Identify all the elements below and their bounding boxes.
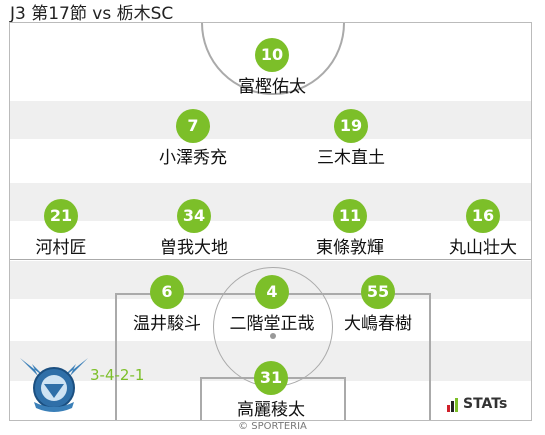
copyright: © SPORTERIA — [238, 421, 307, 432]
player-card[interactable]: 34 曽我大地 — [134, 199, 254, 259]
player-card[interactable]: 4 二階堂正哉 — [212, 275, 332, 335]
player-card[interactable]: 31 高麗稜太 — [211, 361, 331, 421]
player-name: 三木直土 — [317, 148, 385, 168]
player-name: 河村匠 — [35, 238, 87, 258]
pitch-stripe — [10, 101, 531, 139]
player-name: 二階堂正哉 — [229, 314, 315, 334]
player-name: 丸山壮大 — [449, 238, 517, 258]
player-card[interactable]: 55 大嶋春樹 — [318, 275, 438, 335]
player-number-badge: 11 — [333, 199, 367, 233]
stats-logo-text: STATs — [463, 396, 508, 412]
player-name: 富樫佑太 — [238, 77, 306, 97]
penalty-spot — [270, 333, 276, 339]
club-emblem-icon — [20, 358, 88, 412]
player-name: 高麗稜太 — [237, 400, 305, 420]
player-card[interactable]: 7 小澤秀充 — [133, 109, 253, 169]
player-card[interactable]: 11 東條敦輝 — [290, 199, 410, 259]
player-number-badge: 34 — [177, 199, 211, 233]
player-number-badge: 31 — [254, 361, 288, 395]
player-number-badge: 7 — [176, 109, 210, 143]
stats-logo: STATs — [447, 396, 507, 412]
pitch-stripe — [10, 183, 531, 221]
player-name: 東條敦輝 — [316, 238, 384, 258]
player-card[interactable]: 16 丸山壮大 — [423, 199, 543, 259]
player-card[interactable]: 21 河村匠 — [1, 199, 121, 259]
player-name: 曽我大地 — [160, 238, 228, 258]
player-card[interactable]: 10 富樫佑太 — [212, 38, 332, 98]
player-card[interactable]: 19 三木直土 — [291, 109, 411, 169]
player-name: 小澤秀充 — [159, 148, 227, 168]
player-number-badge: 4 — [255, 275, 289, 309]
stats-bars-icon — [447, 396, 459, 412]
player-number-badge: 10 — [255, 38, 289, 72]
player-number-badge: 21 — [44, 199, 78, 233]
player-card[interactable]: 6 温井駿斗 — [107, 275, 227, 335]
player-number-badge: 55 — [361, 275, 395, 309]
halfway-line — [10, 259, 531, 260]
player-number-badge: 16 — [466, 199, 500, 233]
player-number-badge: 19 — [334, 109, 368, 143]
player-name: 温井駿斗 — [133, 314, 201, 334]
match-title: J3 第17節 vs 栃木SC — [10, 4, 174, 24]
player-name: 大嶋春樹 — [344, 314, 412, 334]
formation-label: 3-4-2-1 — [90, 366, 145, 384]
player-number-badge: 6 — [150, 275, 184, 309]
